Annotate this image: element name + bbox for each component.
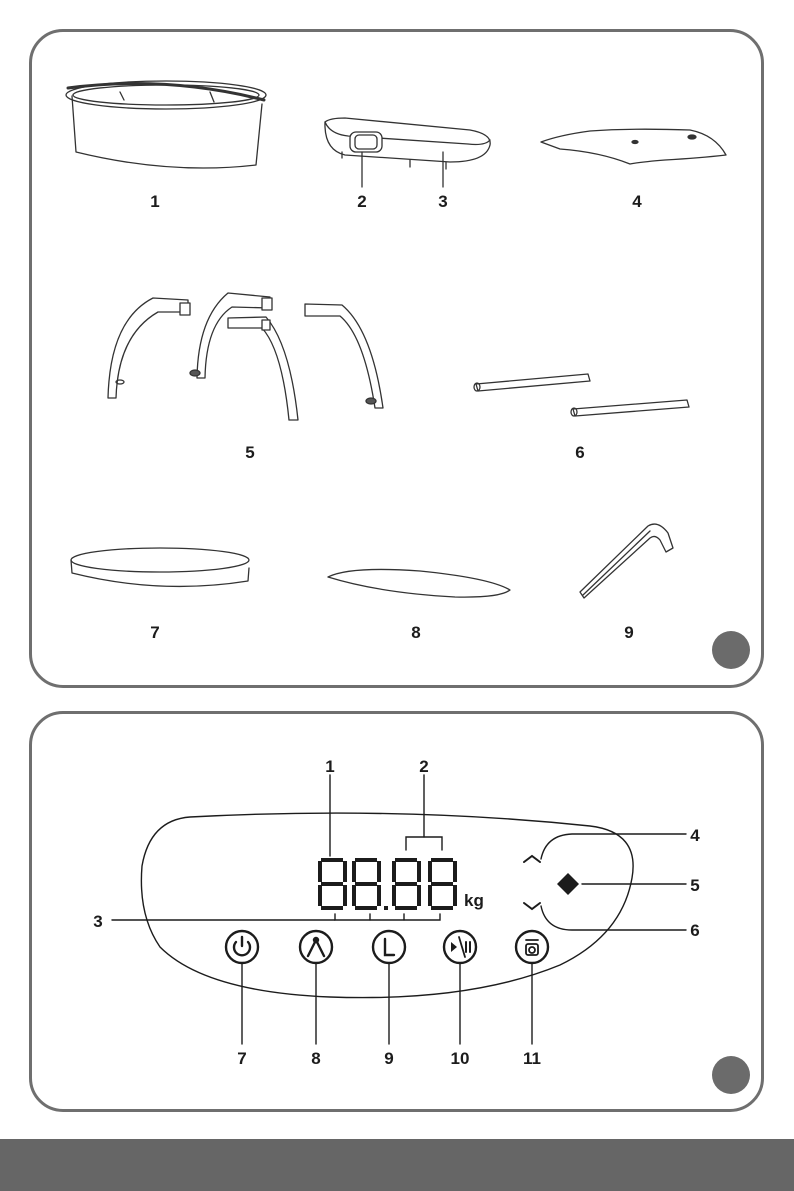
control-label-9: 9 bbox=[384, 1050, 393, 1067]
control-label-6: 6 bbox=[690, 922, 699, 939]
scale-icon bbox=[526, 940, 538, 955]
control-label-1: 1 bbox=[325, 758, 334, 775]
weigh-button[interactable] bbox=[516, 931, 548, 963]
play-pause-icon bbox=[451, 937, 470, 957]
footer-bar bbox=[0, 1139, 794, 1191]
motion-button[interactable] bbox=[300, 931, 332, 963]
control-label-5: 5 bbox=[690, 877, 699, 894]
control-label-2: 2 bbox=[419, 758, 428, 775]
control-label-7: 7 bbox=[237, 1050, 246, 1067]
control-label-10: 10 bbox=[451, 1050, 470, 1067]
control-label-11: 11 bbox=[523, 1050, 541, 1067]
letter-l-icon bbox=[385, 939, 394, 955]
level-button[interactable] bbox=[373, 931, 405, 963]
play-pause-button[interactable] bbox=[444, 931, 476, 963]
control-label-8: 8 bbox=[311, 1050, 320, 1067]
control-label-4: 4 bbox=[690, 827, 699, 844]
control-label-3: 3 bbox=[93, 913, 102, 930]
power-button[interactable] bbox=[226, 931, 258, 963]
